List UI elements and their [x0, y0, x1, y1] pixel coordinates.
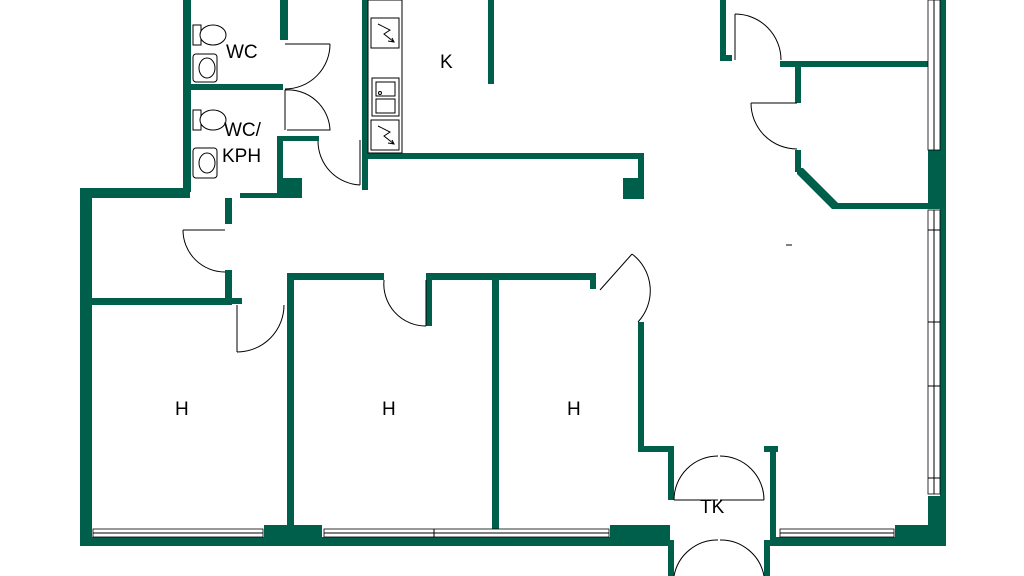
door-swing-icon — [599, 253, 651, 323]
washbasin-icon — [192, 147, 218, 179]
door-swing-icon — [284, 43, 331, 90]
kitchen-sink-icon — [371, 77, 400, 117]
bathroom-fixtures — [192, 24, 227, 179]
doors — [182, 13, 798, 576]
door-swing-icon — [284, 89, 331, 131]
washbasin-icon — [192, 53, 218, 83]
door-swing-icon — [734, 13, 782, 61]
kitchen-counter — [367, 0, 403, 154]
room-label-bedroom-2: H — [382, 399, 396, 420]
room-label-kitchen: K — [440, 52, 453, 73]
room-label-wc-kph-line1: WC/ — [224, 120, 262, 141]
windows — [92, 0, 941, 538]
room-label-bedroom-1: H — [175, 399, 189, 420]
room-labels: WC WC/ KPH K H H H TK — [175, 42, 725, 518]
room-label-wc-kph-line2: KPH — [222, 146, 261, 167]
door-swing-icon — [182, 229, 226, 273]
stove-icon — [370, 119, 400, 151]
toilet-icon — [192, 109, 227, 131]
door-swing-icon — [673, 539, 765, 576]
room-label-wc: WC — [226, 42, 258, 63]
door-swing-icon — [236, 304, 285, 353]
stove-icon — [370, 17, 400, 49]
door-swing-icon — [673, 455, 765, 501]
walls — [80, 0, 946, 576]
door-swing-icon — [383, 279, 427, 327]
room-label-bedroom-3: H — [567, 399, 581, 420]
room-label-closet: TK — [700, 497, 725, 518]
door-swing-icon — [317, 140, 361, 186]
angled-wall — [797, 168, 838, 209]
door-swing-icon — [750, 102, 798, 150]
toilet-icon — [192, 24, 227, 46]
